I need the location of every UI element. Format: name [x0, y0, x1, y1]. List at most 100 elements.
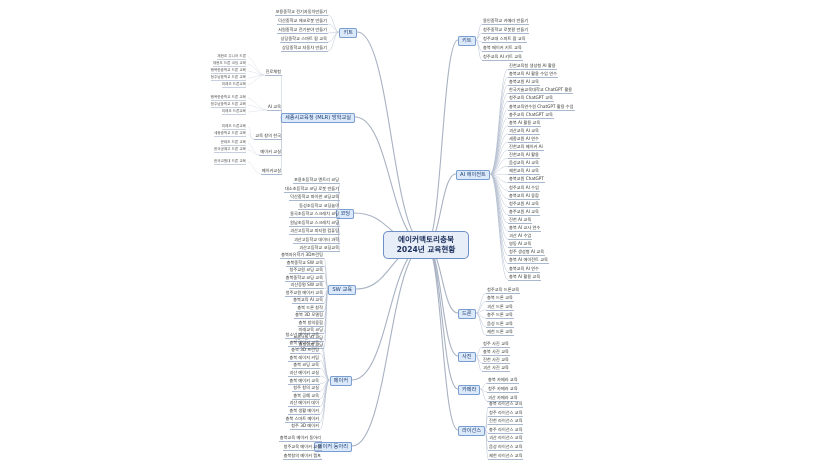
- leaf-item[interactable]: 충북 레이저 커팅: [288, 354, 320, 362]
- leaf-item[interactable]: 괴산고등학교 코딩교육: [298, 245, 340, 252]
- leaf-item[interactable]: 충북 카메라 교육: [487, 377, 519, 384]
- leaf-item[interactable]: 원남초등학교 스크래치 코딩: [289, 219, 340, 227]
- leaf-item[interactable]: 충북교육 AI 융합: [508, 192, 540, 200]
- leaf-item[interactable]: 충북중학교 코딩 교육: [284, 274, 324, 282]
- center-node[interactable]: 에이커맥토리충북 2024년 교육현황: [383, 231, 469, 259]
- leaf-item[interactable]: 청주교육 AI 키트 교육: [482, 54, 523, 61]
- leaf-item[interactable]: 충북 메이커 키트 교육: [482, 45, 523, 52]
- sub-leaf[interactable]: 미래초 드론교육: [221, 109, 246, 115]
- leaf-item[interactable]: 제천 드론 교육: [486, 329, 514, 336]
- leaf-item[interactable]: 청주 3D 메이커: [290, 423, 320, 431]
- sub-category[interactable]: AI 교육: [266, 104, 282, 111]
- leaf-item[interactable]: 괴산 AI 수업: [508, 233, 533, 241]
- sub-leaf[interactable]: 재현초 주니어 드론: [217, 54, 246, 60]
- leaf-item[interactable]: 충북교육 AI 연수: [508, 265, 540, 273]
- leaf-item[interactable]: 미래교육 코딩: [297, 327, 324, 334]
- leaf-item[interactable]: 충북중학교 SW 교육: [285, 259, 324, 267]
- leaf-item[interactable]: 충북 라이선스 교육: [488, 401, 524, 408]
- sub-leaf[interactable]: 재현초 드론 코딩 교육: [212, 61, 246, 67]
- leaf-item[interactable]: 포용중학교 전기자동차만들기: [274, 9, 328, 16]
- leaf-item[interactable]: 진천 사진 교육: [482, 357, 510, 364]
- category-photo[interactable]: 사진: [458, 352, 476, 362]
- leaf-item[interactable]: 충주 드론 교육: [486, 312, 514, 320]
- sub-leaf[interactable]: 행복한중학교 드론 교육: [210, 68, 246, 74]
- leaf-item[interactable]: 한국기술교육대학교 ChatGPT 활용: [508, 87, 574, 95]
- leaf-item[interactable]: 충북 드론 창작: [296, 304, 324, 312]
- leaf-item[interactable]: 충북 메이커 교육: [288, 339, 320, 347]
- leaf-item[interactable]: 괴산 사진 교육: [482, 365, 510, 372]
- leaf-item[interactable]: 충북교육연수원 ChatGPT 활용 수업: [508, 103, 575, 111]
- leaf-item[interactable]: 상당중학교 자동차 만들기: [280, 45, 328, 52]
- leaf-item[interactable]: 덕산중학교 에코로봇 만들기: [277, 18, 328, 25]
- leaf-item[interactable]: 충북 3D 모델링: [294, 312, 324, 319]
- leaf-item[interactable]: 진천교육 AI 활용: [508, 152, 540, 160]
- sub-leaf[interactable]: 한국교원대 드론 교육: [213, 159, 246, 165]
- leaf-item[interactable]: 청주교육 ChatGPT 교육: [508, 95, 554, 103]
- leaf-item[interactable]: 청주중학교 로봇팔 만들기: [482, 27, 530, 34]
- category-maker-club[interactable]: 메이커 동아리: [313, 442, 352, 452]
- leaf-item[interactable]: 충주교육 ChatGPT 교육: [508, 111, 554, 119]
- leaf-item[interactable]: 충북 생활 메이커: [288, 408, 320, 415]
- category-kit-right[interactable]: 키트: [458, 36, 476, 46]
- leaf-item[interactable]: 세종교원 AI 코딩: [292, 334, 324, 342]
- leaf-item[interactable]: 충북 메이커 교육: [288, 377, 320, 385]
- category-sw[interactable]: SW 교육: [328, 285, 356, 295]
- leaf-item[interactable]: 충북 AI 활용 교육: [508, 119, 542, 127]
- leaf-item[interactable]: 괴산고등학교 피지컬 컴퓨팅: [289, 228, 340, 235]
- sub-leaf[interactable]: 미래초 드론교육: [221, 82, 246, 88]
- leaf-item[interactable]: 충주 라이선스 교육: [488, 426, 524, 434]
- sub-leaf[interactable]: 청주남중학교 드론 교육: [210, 102, 246, 108]
- leaf-item[interactable]: 대소초등학교 코딩 로봇 만들기: [283, 185, 340, 193]
- leaf-item[interactable]: 청주교원 메이커 교육: [284, 289, 324, 297]
- leaf-item[interactable]: 진천교육 메이커 AI: [508, 144, 544, 151]
- leaf-item[interactable]: 충북교육 메이커 동아리: [278, 435, 322, 442]
- category-license[interactable]: 라이선스: [458, 426, 486, 436]
- leaf-item[interactable]: 충북 AI 교사 연수: [508, 225, 542, 232]
- leaf-item[interactable]: 진천교육청 생성형 AI 활용: [508, 63, 557, 70]
- leaf-item[interactable]: 충주교원 AI 교육: [508, 208, 540, 216]
- leaf-item[interactable]: 괴산 카메라 교육: [487, 395, 519, 402]
- leaf-item[interactable]: 청주 카메라 교육: [487, 386, 519, 393]
- category-drone[interactable]: 드론: [458, 309, 476, 319]
- leaf-item[interactable]: 충북자유학기 3D프린팅: [280, 252, 324, 259]
- sub-category[interactable]: 진로체험: [264, 69, 282, 76]
- leaf-item[interactable]: 청주 창의 교실: [292, 385, 320, 393]
- leaf-item[interactable]: 충북교원 ChatGPT: [508, 176, 545, 184]
- leaf-item[interactable]: 청주 라이선스 교육: [488, 409, 524, 417]
- leaf-item[interactable]: 청주 사진 교육: [482, 341, 510, 348]
- sub-leaf[interactable]: 세종중학교 드론 교육: [213, 131, 246, 137]
- leaf-item[interactable]: 포용초등학교 엔트리 코딩: [292, 177, 340, 184]
- sub-leaf[interactable]: 청주남중학교 드론 교육: [210, 75, 246, 81]
- leaf-item[interactable]: 덕산중학교 파이썬 코딩교육: [289, 194, 340, 201]
- category-ai[interactable]: AI 에이전트: [456, 170, 490, 180]
- category-coding[interactable]: 코딩: [336, 209, 354, 219]
- leaf-item[interactable]: 상당중학교 스마트 팜 교육: [279, 36, 328, 43]
- leaf-item[interactable]: 충북 3D 프린팅: [290, 347, 320, 355]
- leaf-item[interactable]: 충북 드론 교육: [486, 295, 514, 303]
- leaf-item[interactable]: 용인중학교 카메라 만들기: [482, 18, 530, 25]
- leaf-item[interactable]: 서원중학교 전기분야 만들기: [277, 27, 328, 34]
- category-camp[interactable]: 세종시교육청 (MLR) 방학교실: [280, 113, 355, 123]
- sub-category[interactable]: 교육 창의 한국: [254, 133, 282, 140]
- leaf-item[interactable]: 청주교원 AI 교육: [508, 200, 540, 208]
- leaf-item[interactable]: 충북 AI 에이전트 교육: [508, 257, 549, 265]
- leaf-item[interactable]: 청주교원 코딩 교육: [288, 267, 324, 274]
- leaf-item[interactable]: 괴산 라이선스 교육: [488, 435, 524, 443]
- leaf-item[interactable]: 진천 AI 교육: [508, 216, 533, 224]
- leaf-item[interactable]: 괴산고등학교 데이터 과학: [292, 236, 340, 244]
- leaf-item[interactable]: 충북교육 AI 활용 수업 연수: [508, 71, 558, 79]
- sub-category[interactable]: 메이커 교실: [259, 149, 282, 156]
- category-maker[interactable]: 메이커: [329, 376, 352, 386]
- sub-leaf[interactable]: 행복한중학교 드론 교육: [210, 95, 246, 101]
- leaf-item[interactable]: 세종교원 AI 연수: [508, 135, 540, 143]
- leaf-item[interactable]: 음성 드론 교육: [486, 320, 514, 328]
- leaf-item[interactable]: 청소년 메이커 교육: [284, 332, 320, 339]
- leaf-item[interactable]: 제천교육 AI 교육: [508, 168, 540, 176]
- leaf-item[interactable]: 괴산 메이커 교실: [288, 370, 320, 377]
- leaf-item[interactable]: 음성교육 AI 교육: [508, 160, 540, 168]
- leaf-item[interactable]: 괴산 메이커 데이: [288, 400, 320, 408]
- leaf-item[interactable]: 충북 AI 활용 교육: [508, 273, 542, 281]
- sub-category[interactable]: 메이커교실: [260, 168, 282, 175]
- leaf-item[interactable]: 진천 라이선스 교육: [488, 418, 524, 426]
- leaf-item[interactable]: 충북 스마트 메이커: [284, 415, 320, 423]
